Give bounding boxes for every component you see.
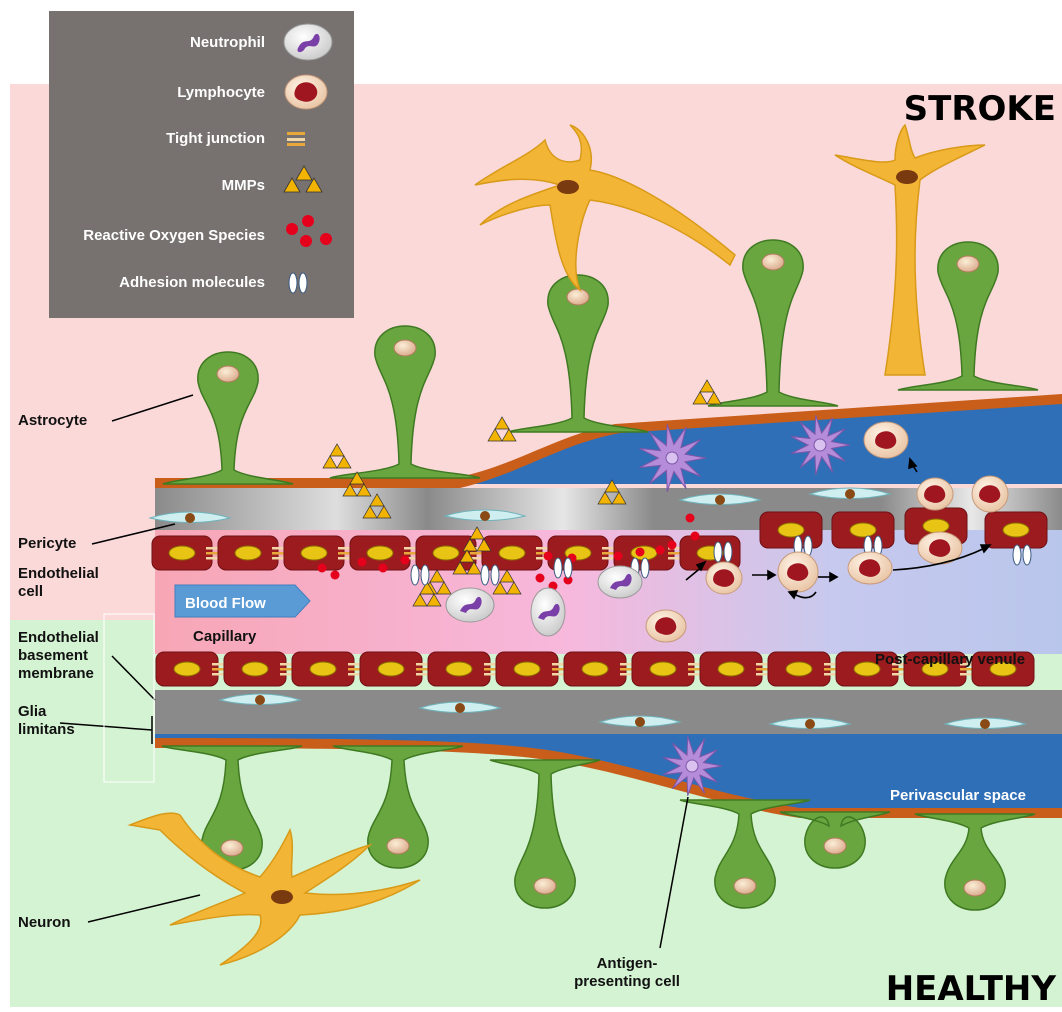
endothelial-cell (564, 652, 626, 686)
endothelial-cell (152, 536, 212, 570)
stroke-title: STROKE (904, 89, 1056, 129)
lymphocyte (864, 422, 908, 458)
ros-dot (686, 514, 695, 523)
blood-flow-label: Blood Flow (185, 595, 266, 612)
endothelial-basement-membrane-label-1: Endothelial (18, 629, 99, 646)
ros-dot (668, 541, 677, 550)
endothelial-cell (292, 652, 354, 686)
ros-dot (636, 548, 645, 557)
endothelial-cell (224, 652, 286, 686)
ros-dot (401, 556, 410, 565)
endothelial-cell (218, 536, 278, 570)
blood-flow-arrow: Blood Flow (175, 585, 310, 617)
astrocyte-label: Astrocyte (18, 412, 87, 429)
neutrophil (598, 566, 642, 598)
legend-label-neutrophil: Neutrophil (190, 34, 265, 51)
basement-membrane-bottom (155, 690, 1062, 734)
ros-dot (536, 574, 545, 583)
neutrophil (446, 588, 494, 622)
ros-dot (318, 564, 327, 573)
lymphocyte (917, 478, 953, 510)
endothelial-cell (768, 652, 830, 686)
endothelial-basement-membrane-label-3: membrane (18, 665, 94, 682)
endothelial-cell (284, 536, 344, 570)
glia-limitans-label-1: Glia (18, 703, 47, 720)
lymphocyte (778, 552, 818, 592)
legend-label-tight-junction: Tight junction (166, 130, 265, 147)
pericyte-label: Pericyte (18, 535, 76, 552)
legend: Neutrophil Lymphocyte Tight junction MMP… (49, 11, 354, 318)
lymphocyte (848, 552, 892, 584)
ros-dot (358, 558, 367, 567)
tight-junction-icon (287, 132, 305, 146)
endothelial-cell (832, 512, 894, 548)
ros-dot (544, 552, 553, 561)
legend-label-lymphocyte: Lymphocyte (177, 84, 265, 101)
endothelial-cell-label-2: cell (18, 583, 43, 600)
antigen-presenting-cell-label-2: presenting cell (574, 973, 680, 990)
antigen-presenting-cell-label-1: Antigen- (597, 955, 658, 972)
lymphocyte (972, 476, 1008, 512)
endothelial-cell (496, 652, 558, 686)
perivascular-space-label: Perivascular space (890, 787, 1026, 804)
endothelial-cell-label-1: Endothelial (18, 565, 99, 582)
endothelial-cell (428, 652, 490, 686)
endothelial-cell (700, 652, 762, 686)
endothelial-cell (632, 652, 694, 686)
legend-label-adhesion-molecules: Adhesion molecules (119, 274, 265, 291)
endothelial-cell (360, 652, 422, 686)
ros-dot (614, 552, 623, 561)
healthy-title: HEALTHY (886, 969, 1057, 1007)
legend-label-ros: Reactive Oxygen Species (83, 227, 265, 244)
capillary-label: Capillary (193, 628, 257, 645)
neutrophil (531, 588, 565, 636)
legend-label-mmps: MMPs (222, 177, 265, 194)
lymphocyte (646, 610, 686, 642)
endothelial-cell (156, 652, 218, 686)
endothelial-cell (985, 512, 1047, 548)
endothelial-cell (482, 536, 542, 570)
lymphocyte-icon (285, 75, 327, 109)
post-capillary-venule-label: Post-capillary venule (875, 651, 1025, 668)
ros-dot (656, 546, 665, 555)
neutrophil-icon (284, 24, 332, 60)
neuron-label: Neuron (18, 914, 71, 931)
ros-dot (379, 564, 388, 573)
lymphocyte (706, 562, 742, 594)
endothelial-cell (760, 512, 822, 548)
ros-dot (691, 532, 700, 541)
ros-dot (331, 571, 340, 580)
endothelial-basement-membrane-label-2: basement (18, 647, 88, 664)
